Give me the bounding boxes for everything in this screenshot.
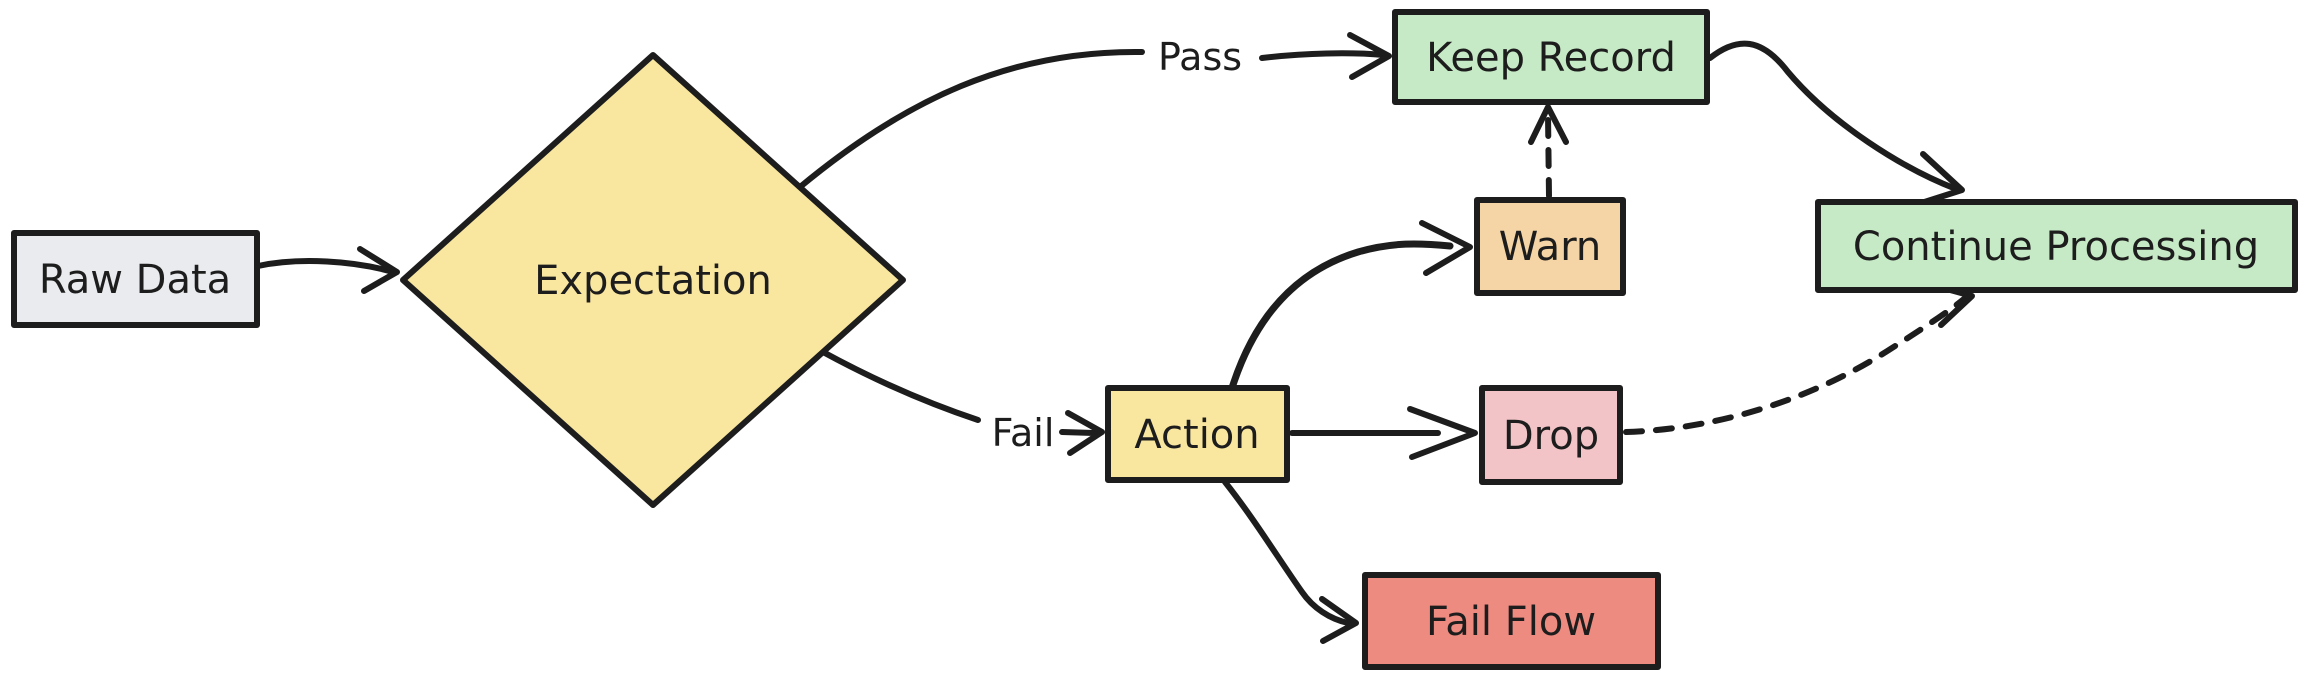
edge-expectation-action bbox=[820, 349, 1105, 456]
expectation-label: Expectation bbox=[534, 258, 772, 304]
node-action: Action bbox=[1105, 385, 1290, 483]
edge-action-failflow bbox=[1222, 479, 1359, 644]
edge-drop-continueprocessing bbox=[1623, 282, 1975, 435]
edge-rawdata-expectation bbox=[255, 246, 400, 294]
warn-label: Warn bbox=[1499, 224, 1602, 270]
edge-keeprecord-continueprocessing bbox=[1707, 40, 1965, 208]
edge-label-fail: Fail bbox=[992, 411, 1055, 455]
fail-flow-label: Fail Flow bbox=[1426, 599, 1596, 645]
raw-data-box bbox=[11, 230, 260, 328]
action-box bbox=[1105, 385, 1290, 483]
edge-expectation-keeprecord bbox=[797, 32, 1392, 190]
node-expectation: Expectation bbox=[400, 52, 906, 508]
edge-warn-keeprecord bbox=[1528, 104, 1569, 199]
edge-label-pass: Pass bbox=[1158, 35, 1242, 79]
continue-processing-label: Continue Processing bbox=[1853, 224, 2259, 270]
expectation-diamond bbox=[400, 52, 906, 508]
drop-box bbox=[1479, 385, 1623, 485]
warn-box bbox=[1474, 197, 1626, 296]
edge-action-warn bbox=[1228, 220, 1473, 392]
raw-data-label: Raw Data bbox=[39, 257, 231, 303]
node-warn: Warn bbox=[1474, 197, 1626, 296]
node-keep-record: Keep Record bbox=[1392, 9, 1710, 105]
node-drop: Drop bbox=[1479, 385, 1623, 485]
node-raw-data: Raw Data bbox=[11, 230, 260, 328]
keep-record-box bbox=[1392, 9, 1710, 105]
edge-action-drop bbox=[1289, 406, 1478, 460]
fail-flow-box bbox=[1362, 572, 1661, 670]
continue-processing-box bbox=[1815, 199, 2298, 293]
node-fail-flow: Fail Flow bbox=[1362, 572, 1661, 670]
node-continue-processing: Continue Processing bbox=[1815, 199, 2298, 293]
keep-record-label: Keep Record bbox=[1426, 35, 1676, 81]
drop-label: Drop bbox=[1503, 413, 1599, 459]
action-label: Action bbox=[1134, 412, 1259, 458]
